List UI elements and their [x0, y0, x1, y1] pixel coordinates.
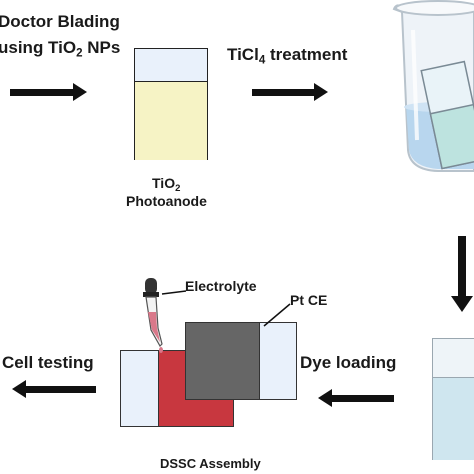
pt-counter-electrode	[185, 322, 260, 400]
tio2-photoanode-slide	[134, 48, 208, 160]
electrolyte-pointer	[161, 290, 187, 295]
photoanode-sub: 2	[175, 182, 181, 194]
dye-bath-container	[432, 338, 474, 460]
photoanode-label-2: Photoanode	[126, 193, 207, 209]
dropper-icon	[143, 278, 163, 353]
ticl4-post: treatment	[265, 45, 348, 64]
arrow-right-2	[252, 83, 328, 101]
photoanode-label-1: TiO2	[152, 175, 180, 194]
electrolyte-label: Electrolyte	[185, 278, 257, 294]
dssc-assembly-label: DSSC Assembly	[160, 456, 261, 471]
arrow-right-1	[10, 83, 87, 101]
dye-loading-label: Dye loading	[300, 353, 397, 372]
pt-ce-label: Pt CE	[290, 292, 328, 308]
ticl4-treatment-label: TiCl4 treatment	[227, 45, 347, 66]
photoanode-tio2: TiO	[152, 175, 176, 191]
arrow-down	[451, 236, 473, 312]
beaker-icon	[392, 0, 474, 172]
arrow-left-1	[318, 389, 394, 407]
doctor-blading-nps: NPs	[82, 38, 121, 57]
ticl4-text: TiCl	[227, 45, 259, 64]
cell-testing-label: Cell testing	[2, 353, 94, 372]
doctor-blading-label: Doctor Blading	[0, 12, 120, 32]
doctor-blading-tio2: using TiO	[0, 38, 77, 57]
doctor-blading-sub: 2	[76, 47, 83, 60]
arrow-left-2	[12, 380, 96, 398]
dye-bath-solution	[433, 377, 474, 460]
ticl4-sub: 4	[258, 54, 266, 67]
doctor-blading-label-2: using TiO2 NPs	[0, 38, 120, 59]
doctor-blading-line1: Doctor Blading	[0, 12, 120, 31]
tio2-film	[135, 81, 207, 160]
pt-ce-pointer	[263, 303, 291, 327]
